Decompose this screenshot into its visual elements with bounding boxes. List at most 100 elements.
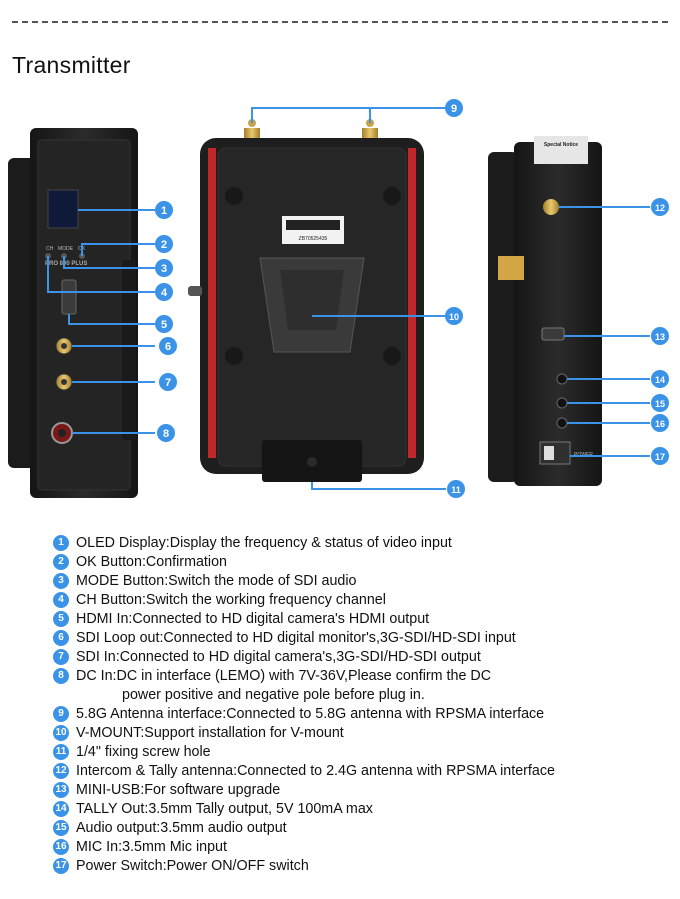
legend-text: Power Switch:Power ON/OFF switch	[76, 858, 309, 874]
legend-number-badge: 17	[53, 858, 69, 874]
legend-number-badge: 7	[53, 649, 69, 665]
right-side-view: Special Notice POWER	[488, 136, 602, 486]
legend-number-badge: 12	[53, 763, 69, 779]
svg-text:9: 9	[451, 103, 457, 115]
legend-item: 6 SDI Loop out:Connected to HD digital mo…	[53, 629, 673, 648]
legend-item: 3 MODE Button:Switch the mode of SDI audi…	[53, 572, 673, 591]
svg-text:16: 16	[655, 419, 665, 429]
mode-label: MODE	[58, 246, 74, 252]
legend-number-badge: 5	[53, 611, 69, 627]
legend-item: 10 V-MOUNT:Support installation for V-mou…	[53, 724, 673, 743]
page-title: Transmitter	[12, 52, 131, 78]
callout-4: 4	[155, 283, 173, 301]
mini-usb-port	[541, 327, 565, 341]
legend-item: 2 OK Button:Confirmation	[53, 553, 673, 572]
legend-number-badge: 9	[53, 706, 69, 722]
ch-label: CH	[46, 246, 54, 252]
mic-in-port	[556, 417, 568, 429]
legend-number-badge: 16	[53, 839, 69, 855]
serial-number: ZB70525435	[299, 236, 328, 242]
legend-item: 12 Intercom & Tally antenna:Connected to …	[53, 762, 673, 781]
svg-text:3: 3	[161, 263, 167, 275]
legend-item: 4 CH Button:Switch the working frequency …	[53, 591, 673, 610]
callout-14: 14	[651, 370, 669, 388]
svg-text:14: 14	[655, 375, 665, 385]
legend-number-badge: 13	[53, 782, 69, 798]
brand-label: PRO 800 PLUS	[45, 261, 87, 267]
callout-6: 6	[159, 337, 177, 355]
notice-text: Special Notice	[544, 142, 578, 148]
legend-number-badge: 8	[53, 668, 69, 684]
legend-text: CH Button:Switch the working frequency c…	[76, 592, 386, 608]
legend-item: 17 Power Switch:Power ON/OFF switch	[53, 857, 673, 876]
legend-text: DC In:DC in interface (LEMO) with 7V-36V…	[76, 668, 492, 684]
legend-number-badge: 11	[53, 744, 69, 760]
callout-5: 5	[155, 315, 173, 333]
callout-16: 16	[651, 414, 669, 432]
legend-item: 8 DC In:DC in interface (LEMO) with 7V-36…	[53, 667, 673, 705]
svg-text:4: 4	[161, 287, 168, 299]
callout-1: 1	[155, 201, 173, 219]
legend-item: 13 MINI-USB:For software upgrade	[53, 781, 673, 800]
svg-text:10: 10	[449, 312, 459, 322]
legend-text: V-MOUNT:Support installation for V-mount	[76, 725, 344, 741]
legend-number-badge: 2	[53, 554, 69, 570]
callout-7: 7	[159, 373, 177, 391]
center-back-view: ZB70525435	[188, 119, 424, 482]
legend-text-continued: power positive and negative pole before …	[122, 687, 425, 703]
legend-number-badge: 1	[53, 535, 69, 551]
legend-number-badge: 6	[53, 630, 69, 646]
audio-out-port	[556, 397, 568, 409]
callout-2: 2	[155, 235, 173, 253]
hdmi-port	[61, 279, 77, 315]
svg-text:5: 5	[161, 319, 167, 331]
legend-number-badge: 4	[53, 592, 69, 608]
legend-number-badge: 10	[53, 725, 69, 741]
legend-text: 1/4" fixing screw hole	[76, 744, 211, 760]
legend-item: 5 HDMI In:Connected to HD digital camera'…	[53, 610, 673, 629]
svg-text:11: 11	[451, 485, 461, 495]
svg-text:8: 8	[163, 428, 169, 440]
callout-3: 3	[155, 259, 173, 277]
legend-item: 7 SDI In:Connected to HD digital camera's…	[53, 648, 673, 667]
callout-badges: 1 2 3 4 5 6 7 8 9 10 11 12 13 14 15 16 1…	[155, 99, 669, 498]
legend-text: SDI Loop out:Connected to HD digital mon…	[76, 630, 516, 646]
callout-9: 9	[445, 99, 463, 117]
legend-text: MINI-USB:For software upgrade	[76, 782, 281, 798]
legend-item: 15 Audio output:3.5mm audio output	[53, 819, 673, 838]
product-diagram: CH MODE OK PRO 800 PLUS ZB70525435	[8, 99, 669, 498]
callout-17: 17	[651, 447, 669, 465]
callout-12: 12	[651, 198, 669, 216]
legend-text: HDMI In:Connected to HD digital camera's…	[76, 611, 430, 627]
legend-number-badge: 15	[53, 820, 69, 836]
legend-item: 11 1/4" fixing screw hole	[53, 743, 673, 762]
legend-text: Intercom & Tally antenna:Connected to 2.…	[76, 763, 555, 779]
svg-text:7: 7	[165, 377, 171, 389]
legend-text: 5.8G Antenna interface:Connected to 5.8G…	[76, 706, 545, 722]
legend-number-badge: 3	[53, 573, 69, 589]
svg-text:12: 12	[655, 203, 665, 213]
svg-text:15: 15	[655, 399, 665, 409]
tally-out-port	[556, 373, 568, 385]
svg-text:13: 13	[655, 332, 665, 342]
legend-text: MODE Button:Switch the mode of SDI audio	[76, 573, 357, 589]
special-notice-label	[534, 136, 588, 164]
dashed-divider	[12, 21, 668, 23]
legend-text: Audio output:3.5mm audio output	[76, 820, 287, 836]
legend-text: TALLY Out:3.5mm Tally output, 5V 100mA m…	[76, 801, 373, 817]
svg-text:1: 1	[161, 205, 167, 217]
callout-15: 15	[651, 394, 669, 412]
legend-text: OLED Display:Display the frequency & sta…	[76, 535, 452, 551]
callout-10: 10	[445, 307, 463, 325]
intercom-antenna-port	[543, 199, 559, 215]
legend-text: SDI In:Connected to HD digital camera's,…	[76, 649, 481, 665]
legend-text: OK Button:Confirmation	[76, 554, 227, 570]
svg-text:17: 17	[655, 452, 665, 462]
callout-13: 13	[651, 327, 669, 345]
svg-text:6: 6	[165, 341, 171, 353]
svg-text:2: 2	[161, 239, 167, 251]
legend-item: 1 OLED Display:Display the frequency & st…	[53, 534, 673, 553]
oled-display	[47, 189, 79, 229]
